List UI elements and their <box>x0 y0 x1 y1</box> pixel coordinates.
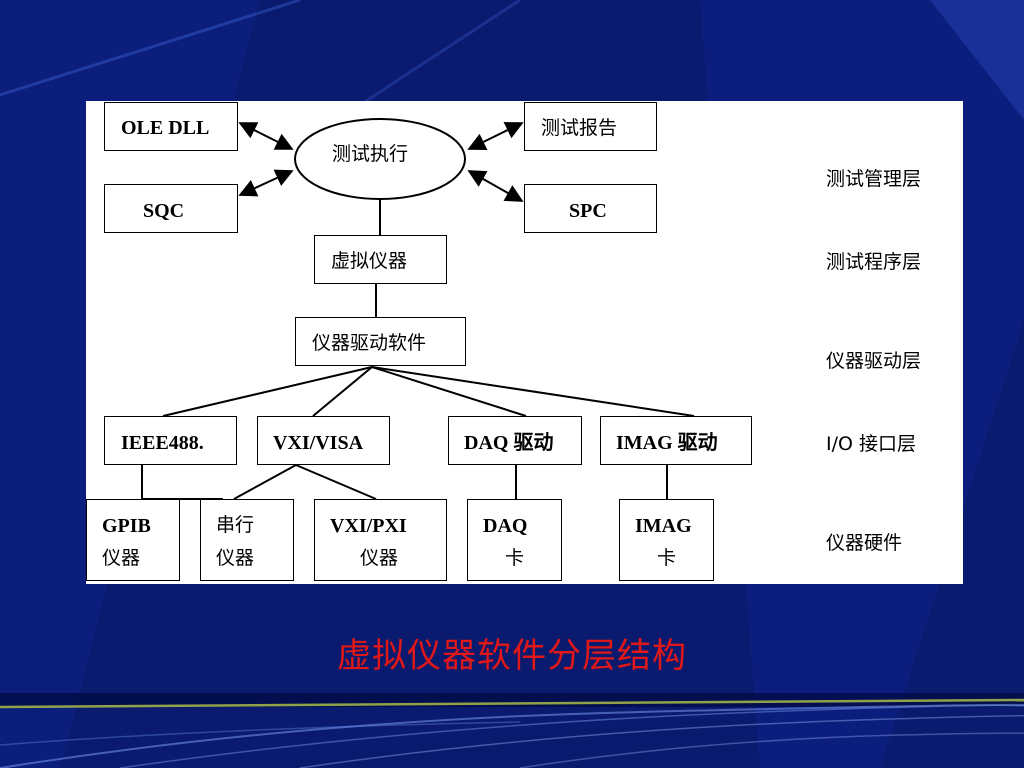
vxipxi-line2: 仪器 <box>360 547 399 569</box>
ole-dll-box: OLE DLL <box>104 102 238 151</box>
arrow-sqc-exec <box>238 169 294 197</box>
imag-driver-label: IMAG 驱动 <box>616 432 718 454</box>
layer-hardware-label: 仪器硬件 <box>826 532 903 554</box>
serial-box: 串行 仪器 <box>200 499 294 581</box>
serial-line1: 串行 <box>216 514 255 536</box>
vxi-visa-box: VXI/VISA <box>257 416 390 465</box>
virtual-instrument-box: 虚拟仪器 <box>314 235 447 284</box>
spc-label: SPC <box>569 200 607 222</box>
layer-driver-label: 仪器驱动层 <box>826 350 922 372</box>
spc-box: SPC <box>524 184 657 233</box>
serial-line2: 仪器 <box>216 547 255 569</box>
ole-dll-label: OLE DLL <box>121 117 210 139</box>
sqc-label: SQC <box>143 200 185 222</box>
sqc-box: SQC <box>104 184 238 233</box>
test-report-label: 测试报告 <box>541 117 618 139</box>
imag-card-line1: IMAG <box>635 515 692 537</box>
daq-driver-label: DAQ 驱动 <box>464 432 554 454</box>
ieee488-label: IEEE488. <box>121 432 204 454</box>
virtual-instrument-label: 虚拟仪器 <box>331 250 408 272</box>
imag-driver-box: IMAG 驱动 <box>600 416 752 465</box>
diagram-panel: OLE DLL SQC 测试执行 测试报告 SPC 虚拟仪器 仪器驱动软件 IE… <box>86 101 963 584</box>
layer-io-label: I/O 接口层 <box>826 433 916 455</box>
imag-card-box: IMAG 卡 <box>619 499 714 581</box>
diagram-connectors <box>141 118 695 500</box>
vxi-visa-label: VXI/VISA <box>273 432 364 454</box>
layer-management-label: 测试管理层 <box>826 168 922 190</box>
vxipxi-box: VXI/PXI 仪器 <box>314 499 447 581</box>
arrow-exec-report <box>467 122 524 150</box>
arrow-ole-exec <box>238 122 294 150</box>
arrow-exec-spc <box>467 170 524 202</box>
gpib-line2: 仪器 <box>102 547 141 569</box>
daq-driver-box: DAQ 驱动 <box>448 416 582 465</box>
daq-card-line1: DAQ <box>483 515 528 537</box>
ieee488-box: IEEE488. <box>104 416 237 465</box>
layer-program-label: 测试程序层 <box>826 251 922 273</box>
gpib-line1: GPIB <box>102 515 151 537</box>
daq-card-box: DAQ 卡 <box>467 499 562 581</box>
driver-software-label: 仪器驱动软件 <box>312 332 427 354</box>
daq-card-line2: 卡 <box>505 547 525 569</box>
imag-card-line2: 卡 <box>657 547 677 569</box>
gpib-box: GPIB 仪器 <box>86 499 180 581</box>
vxipxi-line1: VXI/PXI <box>330 515 407 537</box>
test-report-box: 测试报告 <box>524 102 657 151</box>
slide-title: 虚拟仪器软件分层结构 <box>337 636 687 676</box>
test-exec-label: 测试执行 <box>332 143 409 165</box>
driver-software-box: 仪器驱动软件 <box>295 317 466 366</box>
